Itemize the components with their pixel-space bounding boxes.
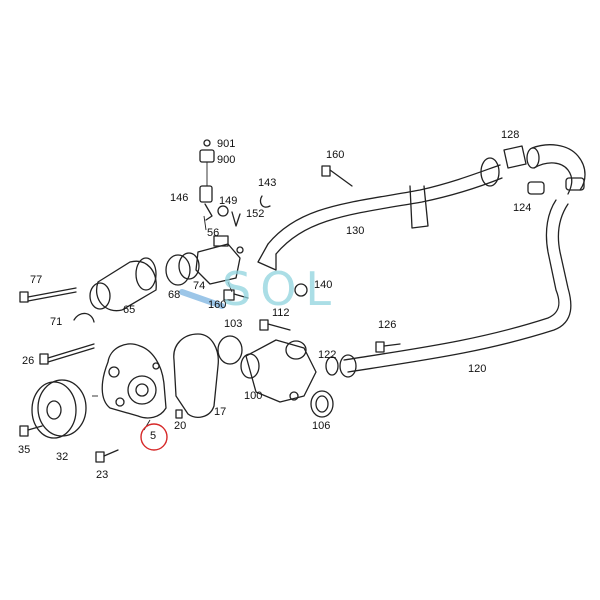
thermostat-housing-56	[165, 235, 244, 286]
callout-900: 900	[217, 154, 236, 166]
callout-901: 901	[217, 138, 236, 150]
pulley-32	[31, 379, 87, 439]
bolt-23	[95, 449, 119, 463]
clip-71	[73, 312, 95, 323]
callout-112: 112	[272, 307, 290, 319]
callout-32: 32	[56, 451, 69, 463]
callout-140: 140	[314, 279, 333, 291]
bolt-160b	[223, 289, 249, 301]
callout-26: 26	[22, 355, 35, 367]
sensor-900	[199, 139, 229, 221]
callout-74: 74	[193, 280, 206, 292]
callout-35: 35	[18, 444, 31, 456]
callout-128: 128	[501, 129, 520, 141]
bolt-112	[259, 319, 291, 331]
callout-65: 65	[123, 304, 136, 316]
thermostat-housing-100	[240, 339, 317, 403]
bolt-26	[39, 343, 95, 365]
callout-160b: 160	[208, 299, 227, 311]
connector-122	[325, 354, 357, 378]
highlight-ring	[140, 423, 168, 451]
callout-68: 68	[168, 289, 181, 301]
callout-103: 103	[224, 318, 243, 330]
pipe-68	[179, 289, 225, 309]
leader-lines	[92, 215, 233, 431]
callout-106: 106	[312, 420, 331, 432]
callout-143: 143	[258, 177, 277, 189]
seal-140	[294, 283, 308, 297]
callout-126: 126	[378, 319, 397, 331]
callout-122: 122	[318, 349, 337, 361]
callout-120: 120	[468, 363, 487, 375]
gasket-17	[173, 333, 219, 418]
callout-77: 77	[30, 274, 43, 286]
coolant-pipe-120	[343, 199, 572, 373]
watermark: SOL	[222, 262, 341, 316]
pin-20	[175, 409, 183, 419]
seal-ring	[217, 335, 243, 365]
bolt-77	[19, 287, 77, 303]
callout-5: 5	[150, 430, 157, 442]
clip-143	[231, 195, 271, 227]
seal-106	[310, 390, 334, 418]
hose-128	[503, 144, 586, 195]
callout-152: 152	[246, 208, 265, 220]
callout-20: 20	[174, 420, 187, 432]
callout-130: 130	[346, 225, 365, 237]
callout-56: 56	[207, 227, 220, 239]
coolant-pipe-130	[257, 157, 503, 271]
callout-160a: 160	[326, 149, 345, 161]
callout-71: 71	[50, 316, 63, 328]
bolt-35	[19, 425, 43, 437]
callout-149: 149	[219, 195, 238, 207]
bolt-160a	[321, 165, 353, 187]
callout-124: 124	[513, 202, 532, 214]
callout-100: 100	[244, 390, 263, 402]
callout-23: 23	[96, 469, 109, 481]
clamp-124	[527, 181, 545, 195]
housing-65	[89, 257, 157, 312]
bolt-126	[375, 341, 401, 353]
water-pump-5	[101, 343, 167, 419]
callout-17: 17	[214, 406, 227, 418]
callout-146: 146	[170, 192, 189, 204]
